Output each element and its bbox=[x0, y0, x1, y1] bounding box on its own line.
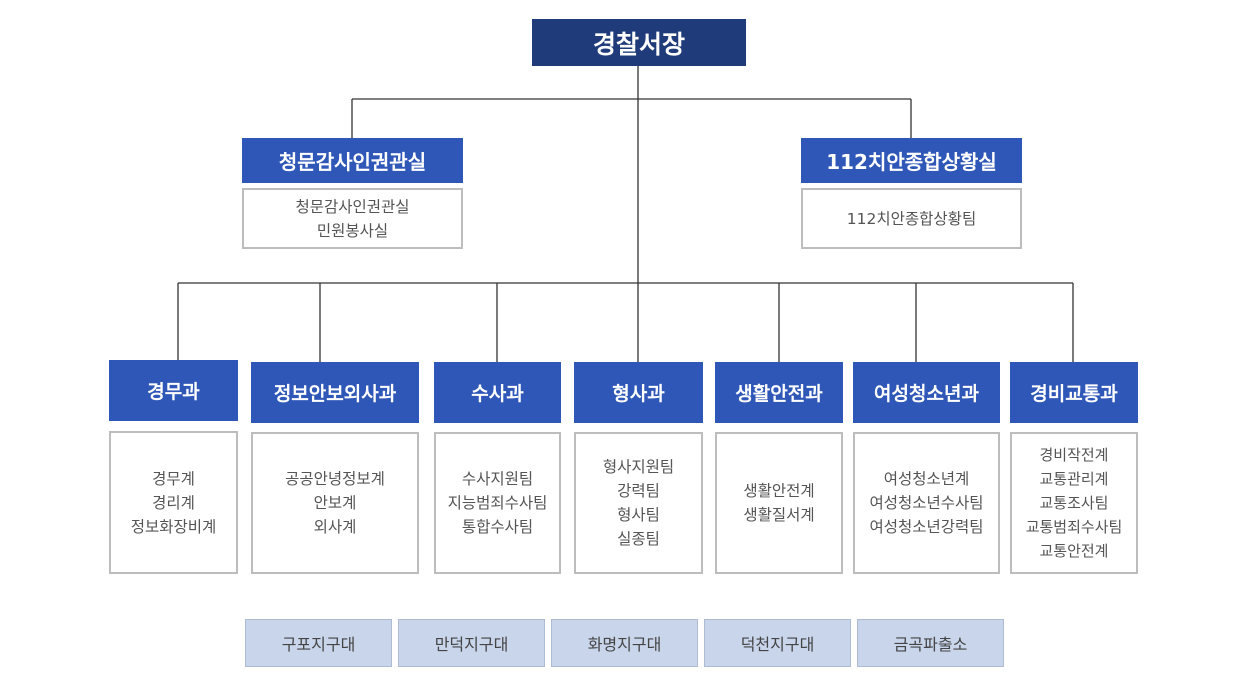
dept-subunits-investigation: 수사지원팀 지능범죄수사팀 통합수사팀 bbox=[434, 432, 561, 574]
subunit: 형사팀 bbox=[617, 506, 660, 524]
subunit: 교통관리계 bbox=[1039, 470, 1109, 488]
subunit: 외사계 bbox=[313, 518, 357, 536]
branch-geumgok: 금곡파출소 bbox=[857, 619, 1004, 667]
subunit: 교통안전계 bbox=[1039, 542, 1109, 560]
subunit: 강력팀 bbox=[617, 482, 660, 500]
subunit: 공공안녕정보계 bbox=[285, 470, 385, 488]
subunit: 수사지원팀 bbox=[461, 470, 534, 488]
branch-hwamyeong: 화명지구대 bbox=[551, 619, 698, 667]
branch-mandeok: 만덕지구대 bbox=[398, 619, 545, 667]
dept-subunits-intelligence: 공공안녕정보계 안보계 외사계 bbox=[251, 432, 419, 574]
subunit: 여성청소년강력팀 bbox=[869, 518, 984, 536]
subunit: 여성청소년수사팀 bbox=[869, 494, 984, 512]
subunit: 112치안종합상황팀 bbox=[846, 209, 977, 228]
subunit: 실종팀 bbox=[617, 530, 660, 548]
office-subunits-audit: 청문감사인권관실 민원봉사실 bbox=[242, 188, 463, 249]
subunit: 지능범죄수사팀 bbox=[447, 494, 548, 512]
subunit: 교통범죄수사팀 bbox=[1025, 518, 1123, 536]
subunit: 생활질서계 bbox=[743, 506, 815, 524]
office-subunits-112: 112치안종합상황팀 bbox=[801, 188, 1022, 249]
subunit: 정보화장비계 bbox=[130, 517, 217, 536]
dept-title-investigation: 수사과 bbox=[434, 362, 561, 423]
dept-title-admin: 경무과 bbox=[109, 360, 238, 421]
dept-title-community-safety: 생활안전과 bbox=[715, 362, 843, 423]
subunit: 여성청소년계 bbox=[883, 470, 970, 488]
dept-subunits-women-youth: 여성청소년계 여성청소년수사팀 여성청소년강력팀 bbox=[853, 432, 1000, 574]
dept-subunits-admin: 경무계 경리계 정보화장비계 bbox=[109, 431, 238, 574]
subunit: 형사지원팀 bbox=[602, 458, 675, 476]
dept-subunits-criminal: 형사지원팀 강력팀 형사팀 실종팀 bbox=[574, 432, 703, 574]
office-title-audit: 청문감사인권관실 bbox=[242, 138, 463, 183]
dept-subunits-community-safety: 생활안전계 생활질서계 bbox=[715, 432, 843, 574]
branch-gupo: 구포지구대 bbox=[245, 619, 392, 667]
subunit: 경리계 bbox=[152, 493, 195, 512]
dept-title-intelligence: 정보안보외사과 bbox=[251, 362, 419, 423]
subunit: 교통조사팀 bbox=[1039, 494, 1109, 512]
chief-box: 경찰서장 bbox=[532, 19, 746, 66]
subunit: 경비작전계 bbox=[1039, 446, 1109, 464]
office-title-112: 112치안종합상황실 bbox=[801, 138, 1022, 183]
dept-title-security-traffic: 경비교통과 bbox=[1010, 362, 1138, 423]
subunit: 안보계 bbox=[313, 494, 357, 512]
branch-deokcheon: 덕천지구대 bbox=[704, 619, 851, 667]
subunit: 통합수사팀 bbox=[461, 518, 534, 536]
subunit: 경무계 bbox=[152, 469, 195, 488]
dept-subunits-security-traffic: 경비작전계 교통관리계 교통조사팀 교통범죄수사팀 교통안전계 bbox=[1010, 432, 1138, 574]
dept-title-criminal: 형사과 bbox=[574, 362, 703, 423]
subunit: 민원봉사실 bbox=[316, 221, 389, 240]
dept-title-women-youth: 여성청소년과 bbox=[853, 362, 1000, 423]
subunit: 청문감사인권관실 bbox=[295, 197, 410, 216]
subunit: 생활안전계 bbox=[743, 482, 815, 500]
